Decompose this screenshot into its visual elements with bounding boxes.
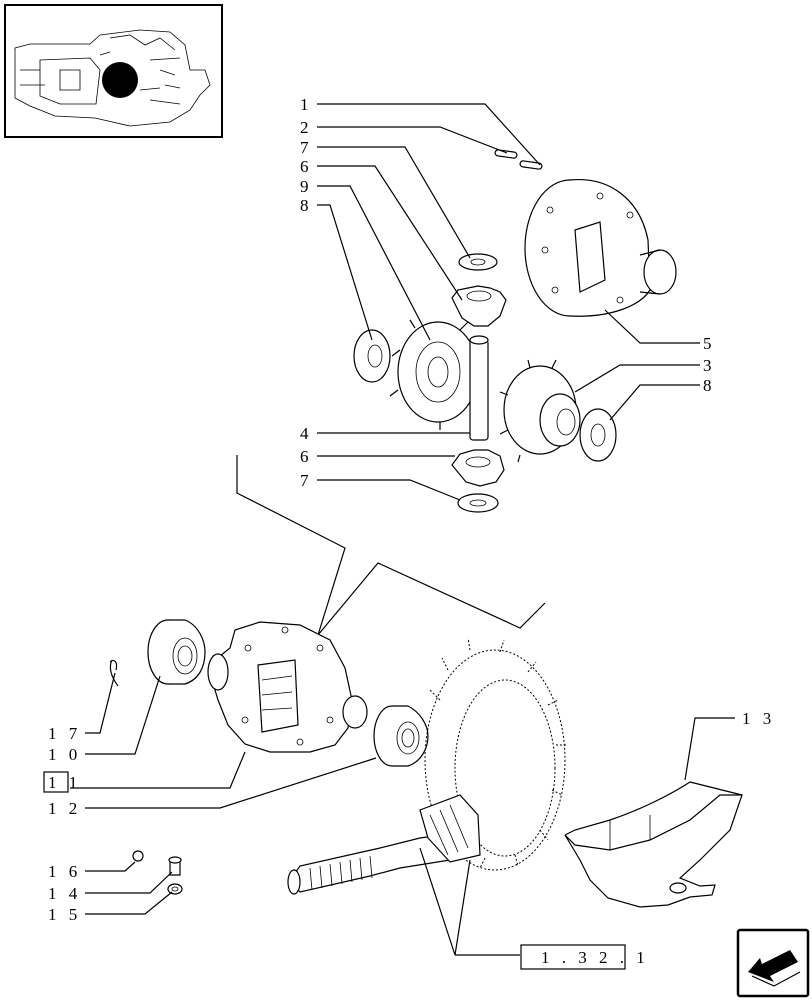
callout-9: 9 xyxy=(300,177,313,196)
thrust-washer-lower xyxy=(457,493,499,513)
gear-cover xyxy=(564,781,743,908)
callout-10: 1 0 xyxy=(48,745,81,764)
next-page-arrow-icon[interactable] xyxy=(736,928,810,998)
callout-11-box xyxy=(43,771,69,793)
callout-6-upper: 6 xyxy=(300,157,313,176)
side-gear-washer-left xyxy=(353,329,391,383)
thumbnail-locator-icon xyxy=(4,4,223,138)
planet-pinion-lower xyxy=(451,449,505,487)
tapered-bearing-right xyxy=(373,705,429,767)
callout-7-lower: 7 xyxy=(300,471,313,490)
expansion-bracket xyxy=(236,455,546,636)
small-fasteners xyxy=(132,850,183,895)
callout-4: 4 xyxy=(300,424,313,443)
callout-8-left: 8 xyxy=(300,196,313,215)
tapered-bearing-left xyxy=(147,619,206,685)
reference-label[interactable]: 1 . 3 2 . 1 xyxy=(541,948,649,967)
bevel-pinion-shaft xyxy=(287,794,481,895)
callout-16: 1 6 xyxy=(48,862,81,881)
callout-12: 1 2 xyxy=(48,799,81,818)
thrust-washer-upper xyxy=(458,253,498,271)
callout-7-upper: 7 xyxy=(300,138,313,157)
callout-11: 1 1 xyxy=(48,773,81,792)
callout-15: 1 5 xyxy=(48,905,81,924)
reference-link[interactable]: 1 . 3 2 . 1 xyxy=(520,944,649,970)
planet-pinion-upper xyxy=(451,285,507,327)
callout-2: 2 xyxy=(300,118,313,137)
differential-case-top xyxy=(524,178,677,317)
callout-14: 1 4 xyxy=(48,884,81,903)
leader-lines-top xyxy=(317,103,700,501)
callout-1: 1 xyxy=(300,95,313,114)
callout-17: 1 7 xyxy=(48,724,81,743)
callout-labels: 1 2 7 6 9 8 5 3 8 4 6 7 1 7 1 0 1 1 1 2 … xyxy=(43,95,775,924)
roll-pins xyxy=(494,149,543,170)
crown-wheel xyxy=(424,637,566,871)
split-pin xyxy=(109,659,119,687)
pinion-shaft xyxy=(469,335,489,441)
side-gear-washer-right xyxy=(579,408,617,462)
callout-6-lower: 6 xyxy=(300,447,313,466)
callout-5: 5 xyxy=(703,334,716,353)
side-gear-right xyxy=(499,359,581,463)
differential-case-assembly xyxy=(207,621,368,753)
callout-13: 1 3 xyxy=(742,709,775,728)
leader-lines-bottom xyxy=(70,672,735,956)
callout-3: 3 xyxy=(703,356,716,375)
callout-8-right: 8 xyxy=(703,376,716,395)
